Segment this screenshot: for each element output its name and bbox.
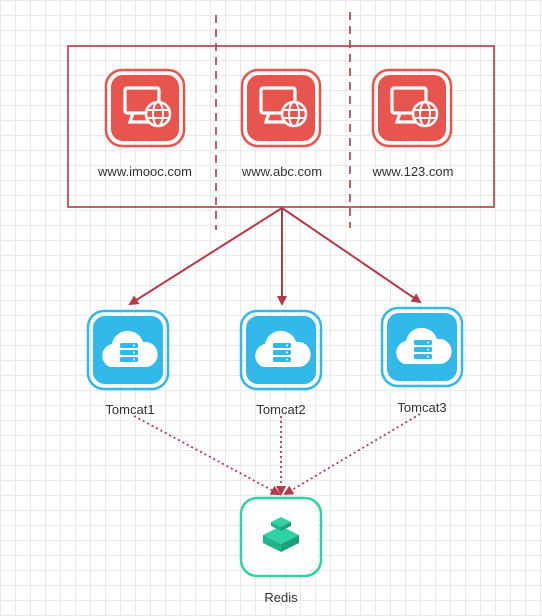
- tomcat-node-3: [380, 306, 464, 388]
- site-label-2: www.abc.com: [241, 164, 323, 179]
- tomcat-node-1: [86, 309, 170, 391]
- redis-label: Redis: [264, 590, 298, 605]
- cloud-server-icon: [239, 309, 323, 391]
- site-node-1: [104, 68, 186, 148]
- cloud-server-icon: [380, 306, 464, 388]
- site-label-1: www.imooc.com: [98, 164, 192, 179]
- globe-monitor-icon: [371, 68, 453, 148]
- tomcat-node-2: [239, 309, 323, 391]
- cube-stack-icon: [239, 496, 323, 578]
- tomcat-label-2: Tomcat2: [256, 402, 306, 417]
- arrow-to-tomcat1: [128, 207, 283, 306]
- redis-node: [239, 496, 323, 578]
- arrow-to-tomcat3: [281, 207, 422, 304]
- cloud-server-icon: [86, 309, 170, 391]
- site-node-3: [371, 68, 453, 148]
- globe-monitor-icon: [104, 68, 186, 148]
- site-label-3: www.123.com: [372, 164, 454, 179]
- site-node-2: [240, 68, 322, 148]
- tomcat-label-1: Tomcat1: [105, 402, 155, 417]
- site-group-box: [67, 45, 495, 208]
- globe-monitor-icon: [240, 68, 322, 148]
- dotted-arrow-tomcat1-redis: [133, 415, 281, 495]
- dotted-arrow-tomcat3-redis: [283, 413, 421, 496]
- tomcat-label-3: Tomcat3: [397, 400, 447, 415]
